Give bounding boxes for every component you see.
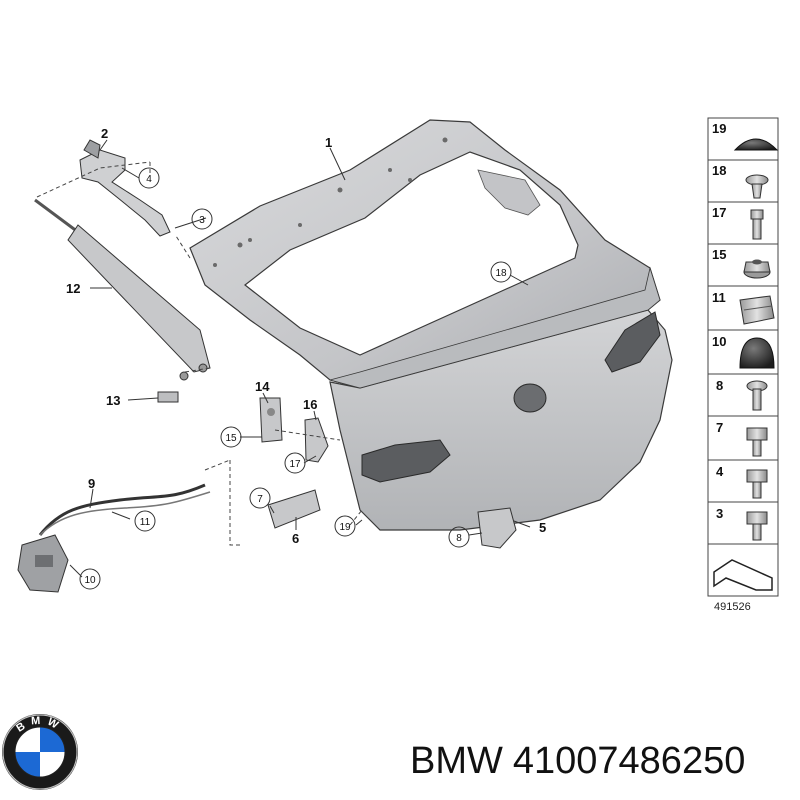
hex-nut-15	[743, 259, 771, 279]
part-callout-labels: 1 2 14 16 12 13 9 6 5	[66, 126, 546, 546]
dashed-guides	[36, 161, 363, 546]
circled-callout-18: 18	[495, 268, 507, 279]
circled-callout-labels: 4 3 18 15 17 7 11 10 19 8	[84, 174, 507, 586]
circled-callouts	[79, 167, 512, 590]
callout-2: 2	[101, 126, 108, 141]
tailgate-spoiler-edge	[328, 266, 661, 389]
hex-bolt-7	[746, 427, 768, 457]
gasket-shape	[713, 559, 773, 591]
callout-9: 9	[88, 476, 95, 491]
bolt-part-13	[157, 371, 189, 403]
callout-1: 1	[325, 135, 332, 150]
callout-16: 16	[303, 397, 317, 412]
callout-6: 6	[292, 531, 299, 546]
hinge-part	[79, 139, 171, 237]
side-label-15: 15	[712, 247, 726, 262]
lock-bracket-part-5	[477, 507, 517, 549]
side-label-10: 10	[712, 334, 726, 349]
light-recess	[604, 311, 661, 373]
circled-callout-4: 4	[146, 174, 152, 185]
side-label-8: 8	[716, 378, 723, 393]
callout-5: 5	[539, 520, 546, 535]
bmw-logo: BMW	[2, 714, 78, 790]
brand-name: BMW	[410, 740, 503, 782]
tailgate-inner-bracket	[477, 169, 541, 216]
bracket-part-16	[304, 417, 329, 463]
handle-recess	[361, 439, 451, 483]
side-label-17: 17	[712, 205, 726, 220]
side-label-18: 18	[712, 163, 726, 178]
tailgate-window-opening	[244, 151, 579, 356]
hex-bolt-4	[746, 469, 768, 499]
lock-part-10	[17, 534, 69, 593]
callout-14: 14	[255, 379, 270, 394]
part-number: 41007486250	[512, 740, 746, 782]
circled-callout-17: 17	[289, 459, 301, 470]
cable-part-9	[38, 483, 211, 536]
bolt-8	[746, 380, 768, 411]
clip-nut-11	[739, 295, 775, 325]
bracket-part-14	[259, 397, 283, 443]
callout-13: 13	[106, 393, 120, 408]
circled-callout-10: 10	[84, 575, 96, 586]
expanding-rivet-18	[745, 174, 769, 199]
circled-callout-3: 3	[199, 215, 205, 226]
callout-12: 12	[66, 281, 80, 296]
gas-strut-part	[34, 198, 211, 373]
diagram-id: 491526	[714, 601, 751, 613]
side-label-11: 11	[712, 290, 726, 305]
side-parts-legend: 19 18 17 15 11 10 8 7 4 3	[707, 117, 779, 613]
hex-bolt-3	[746, 511, 768, 541]
frame-mounting-holes	[213, 137, 448, 267]
emblem-opening	[513, 383, 547, 413]
screw-17	[750, 209, 764, 240]
side-label-7: 7	[716, 420, 723, 435]
circled-callout-19: 19	[339, 522, 351, 533]
rubber-cap-19	[733, 138, 779, 151]
striker-part-6	[267, 489, 321, 529]
circled-callout-11: 11	[140, 517, 151, 528]
circled-callout-15: 15	[225, 433, 237, 444]
side-label-4: 4	[716, 464, 724, 479]
side-label-19: 19	[712, 121, 726, 136]
tailgate-part	[189, 119, 673, 531]
leader-lines	[69, 139, 531, 578]
rubber-buffer-10	[739, 337, 775, 369]
circled-callout-8: 8	[456, 533, 462, 544]
circled-callout-7: 7	[257, 494, 263, 505]
side-label-3: 3	[716, 506, 723, 521]
